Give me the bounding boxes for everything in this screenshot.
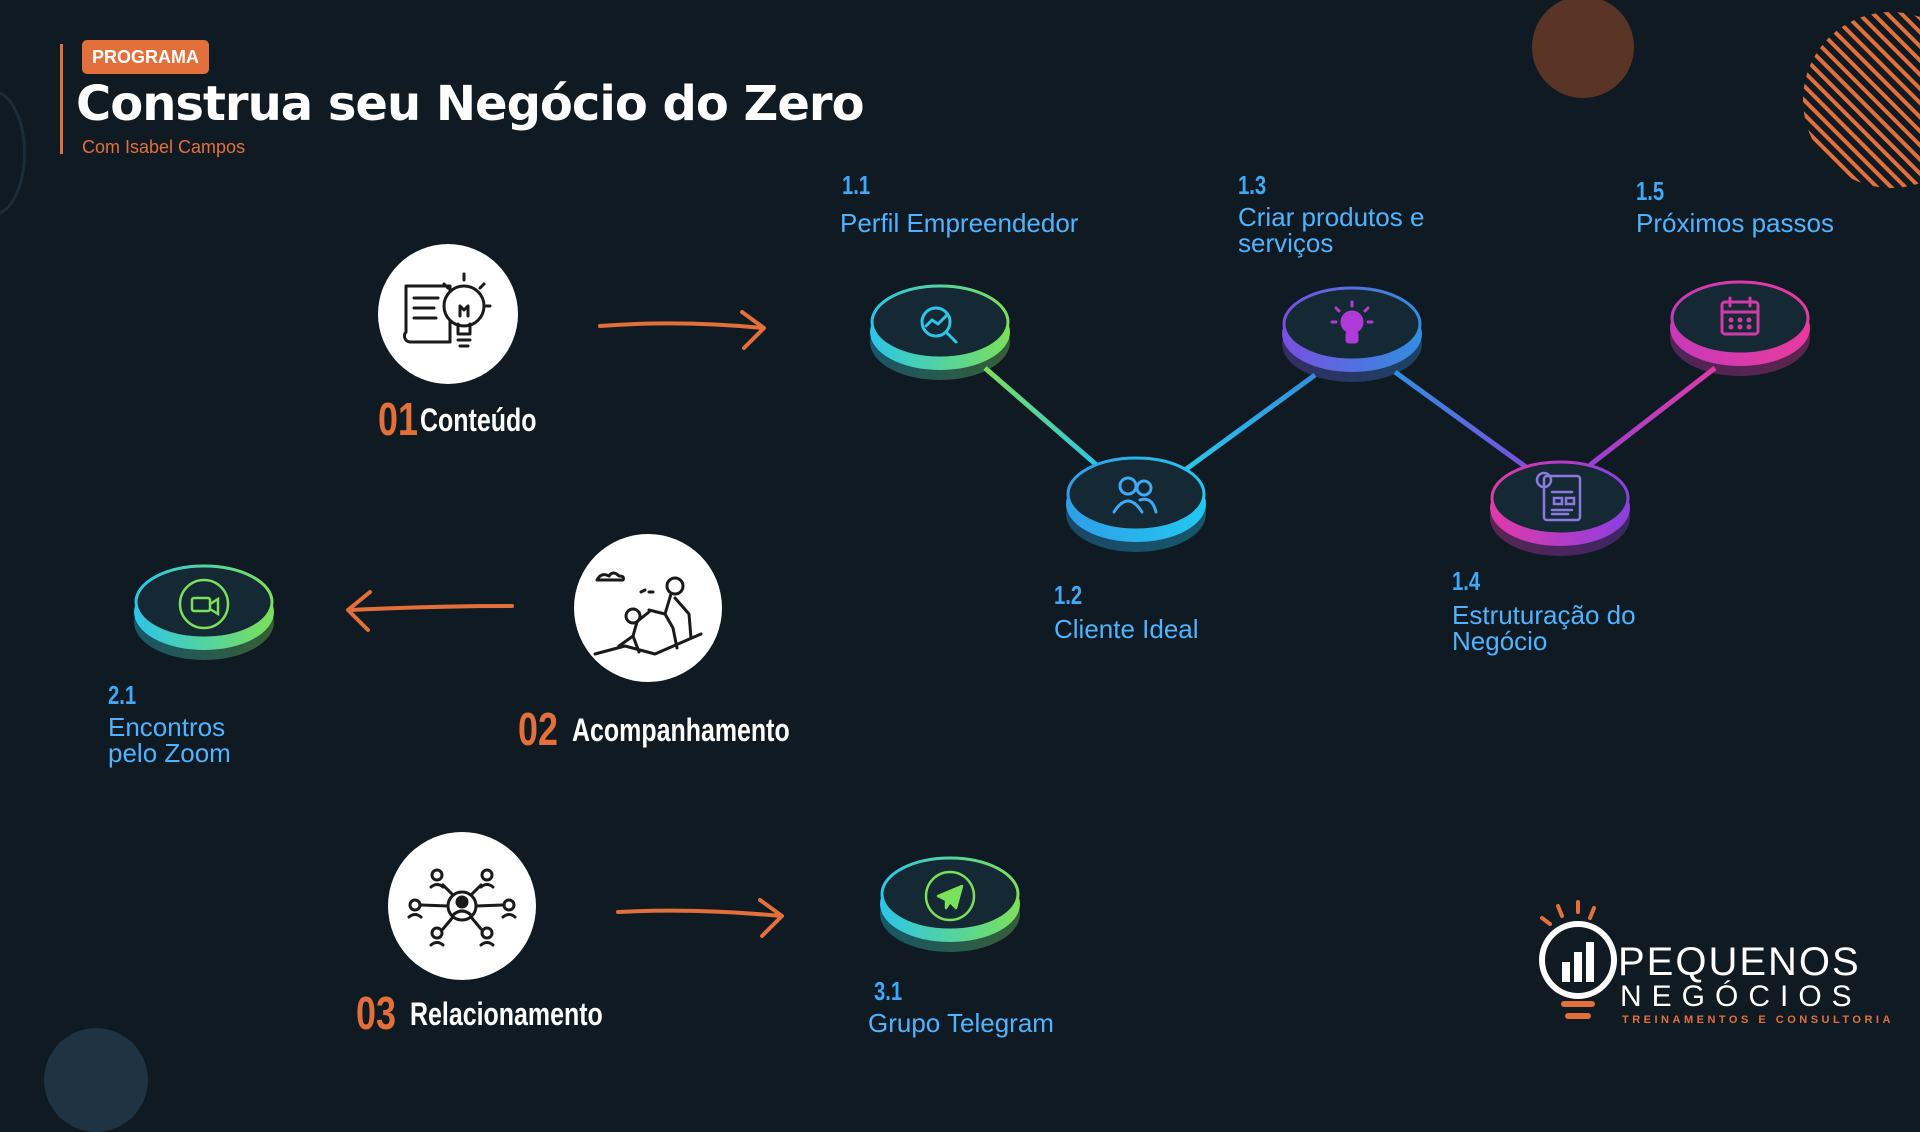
step-node-1-3 <box>1282 286 1422 382</box>
logo-line1: PEQUENOS <box>1618 940 1861 984</box>
telegram-icon <box>924 870 976 922</box>
step-number-1-4: 1.4 <box>1452 566 1481 596</box>
section-number-03: 03 <box>356 987 396 1039</box>
step-label-1-1: Perfil Empreendedor <box>840 208 1079 238</box>
business-plan-icon <box>1535 471 1582 522</box>
step-node-1-4 <box>1490 460 1630 556</box>
mentoring-circle <box>574 534 722 682</box>
section-label-01: Conteúdo <box>420 402 537 438</box>
step-number-1-2: 1.2 <box>1054 580 1083 610</box>
step-number-1-1: 1.1 <box>842 170 871 200</box>
step-label-1-4: Estruturação do Negócio <box>1452 600 1636 656</box>
step-label-1-3: Criar produtos e serviços <box>1238 202 1425 258</box>
section-label-02: Acompanhamento <box>572 712 790 748</box>
step-label-2-1: Encontros pelo Zoom <box>108 712 231 768</box>
users-icon <box>1112 476 1158 514</box>
analytics-search-icon <box>920 306 958 344</box>
logo-line2: NEGÓCIOS <box>1620 980 1862 1013</box>
step-node-2-1 <box>134 564 274 660</box>
logo-tagline: TREINAMENTOS E CONSULTORIA <box>1622 1014 1894 1026</box>
decor-brown-circle <box>1532 0 1634 98</box>
section-number-02: 02 <box>518 703 558 755</box>
step-node-3-1 <box>880 856 1020 952</box>
arrow-right-3 <box>616 898 784 938</box>
step-label-1-5: Próximos passos <box>1636 208 1834 238</box>
section-label-03: Relacionamento <box>410 996 603 1032</box>
step-number-3-1: 3.1 <box>874 976 903 1006</box>
decor-striped-circle <box>1803 12 1920 188</box>
brand-logo-icon <box>1539 900 1617 1019</box>
arrow-left-2 <box>346 590 514 632</box>
lightbulb-icon <box>1330 300 1374 344</box>
calendar-icon <box>1720 296 1760 336</box>
step-node-1-1 <box>870 284 1010 380</box>
step-node-1-5 <box>1670 280 1810 376</box>
page-subtitle: Com Isabel Campos <box>82 137 246 157</box>
steps-connector <box>983 366 1717 473</box>
step-label-3-1: Grupo Telegram <box>868 1008 1054 1038</box>
climbing-help-icon <box>593 571 703 656</box>
lightbulb-document-icon <box>402 272 492 348</box>
step-node-1-2 <box>1066 456 1206 552</box>
network-circle <box>388 832 536 980</box>
program-badge: PROGRAMA <box>82 40 209 74</box>
step-number-2-1: 2.1 <box>108 680 137 710</box>
step-number-1-5: 1.5 <box>1636 176 1665 206</box>
content-circle <box>378 244 518 384</box>
page-title: Construa seu Negócio do Zero <box>76 76 865 132</box>
video-camera-icon <box>178 578 230 630</box>
step-label-1-2: Cliente Ideal <box>1054 614 1199 644</box>
section-number-01: 01 <box>378 393 418 445</box>
network-people-icon <box>407 868 517 947</box>
header-accent-line <box>60 44 63 154</box>
arrow-right-1 <box>598 310 766 350</box>
step-number-1-3: 1.3 <box>1238 170 1267 200</box>
